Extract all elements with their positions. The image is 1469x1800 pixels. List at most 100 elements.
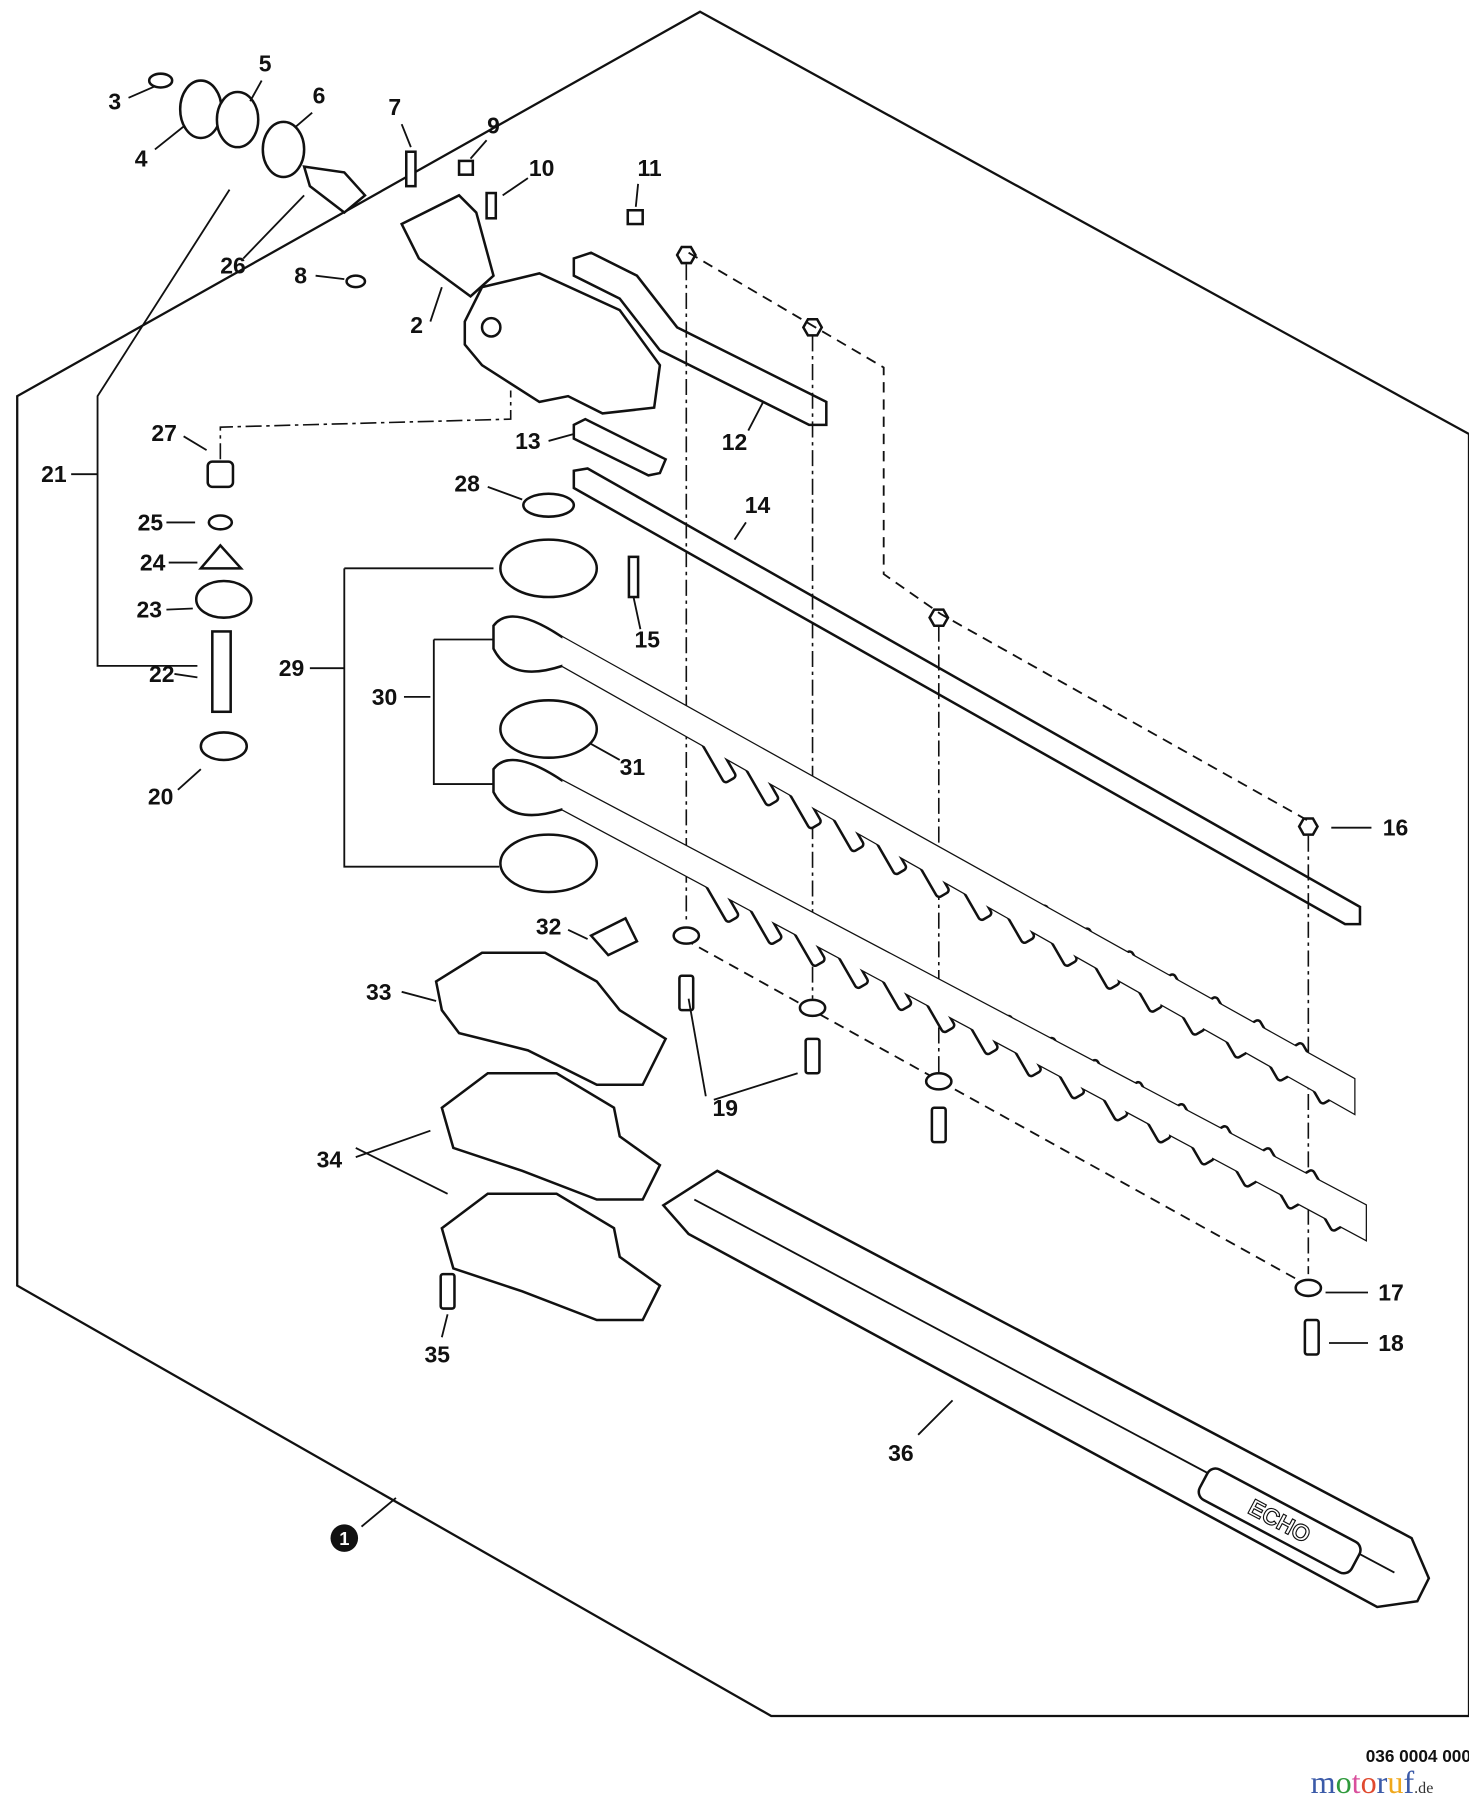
washer-8 [345,274,367,289]
part-number-33: 33 [366,979,392,1005]
part-number-26: 26 [220,252,246,278]
part-label-7: 7 [388,94,412,148]
part-label-4: 4 [135,125,185,172]
leader-line-6 [295,112,313,128]
gear-case-neck [399,193,495,298]
part-label-23: 23 [136,597,193,623]
part-label-33: 33 [366,979,437,1005]
part-number-35: 35 [424,1342,450,1368]
part-number-29: 29 [279,655,305,681]
part-number-25: 25 [138,509,164,535]
leader-line-7 [400,123,412,148]
watermark-letter: t [1352,1764,1361,1800]
part-label-17: 17 [1325,1280,1404,1306]
part-label-10: 10 [502,155,555,197]
svg-text:motoruf.de: motoruf.de [1311,1764,1434,1800]
part-number-2: 2 [410,312,423,338]
leader-line-32 [567,929,588,940]
part-number-31: 31 [620,754,646,780]
part-label-13: 13 [515,428,575,454]
leader-line-33 [401,990,437,1002]
leader-line-13 [548,433,575,442]
plate-12 [572,251,828,427]
circlip-3 [147,72,174,89]
part-label-30: 30 [372,684,431,710]
part-label-36: 36 [888,1399,954,1466]
leader-line-34 [355,1129,431,1158]
leader-line-19 [687,998,707,1097]
gasket-33 [434,951,668,1087]
bearing-23 [194,579,253,619]
part-number-32: 32 [536,913,562,939]
gasket-34a [440,1072,662,1201]
bolt [439,1272,456,1310]
leader-line-9 [469,139,488,160]
part-label-28: 28 [454,470,523,501]
motoruf-watermark: motoruf.de [1311,1764,1434,1800]
part-label-6: 6 [295,83,326,128]
part-number-20: 20 [148,784,174,810]
leader-line-35 [440,1314,449,1338]
part-number-10: 10 [529,155,555,181]
part-label-22: 22 [149,661,198,687]
screw-7 [405,150,417,188]
grease-port [480,316,502,338]
bevel-gear-24 [198,543,244,570]
echo-logo-plate [1197,1467,1362,1575]
leader-line-3 [128,85,156,99]
part-number-8: 8 [294,263,307,289]
diagram-code: 036 0004 000 [1366,1746,1469,1766]
leader-line-10 [502,177,529,197]
washer-25 [207,514,234,531]
part-label-35: 35 [424,1314,450,1368]
blade-core [562,780,1366,1240]
part-number-11: 11 [637,155,661,181]
watermark-letter: r [1377,1764,1388,1800]
part-number-23: 23 [136,597,162,623]
pinion-gear-26 [302,165,367,215]
part-label-19: 19 [687,998,738,1121]
part-label-11: 11 [634,155,662,207]
watermark-letter: f [1403,1764,1414,1800]
part-number-5: 5 [259,50,272,76]
leader-line-12 [747,401,765,432]
leader-line-19b [713,1072,798,1101]
part-label-16: 16 [1331,815,1408,841]
watermark-letter: m [1311,1764,1336,1800]
bearing-6 [261,120,306,179]
assembly-number-circle [330,1524,359,1552]
gear-case [463,272,662,415]
part-label-3: 3 [108,85,156,114]
watermark-letter: u [1387,1764,1403,1800]
part-number-7: 7 [388,94,401,120]
leader-line-31 [590,743,621,761]
part-label-34: 34 [317,1129,431,1172]
washer [672,926,701,945]
leader-line-36 [917,1399,954,1436]
grease-fitting-10 [485,191,498,220]
assembly-callout: 1 [330,1497,397,1552]
assembly-border [16,10,1469,1718]
part-number-6: 6 [313,83,326,109]
part-label-9: 9 [469,112,500,160]
leader-line-28 [487,485,523,501]
blade-lower [492,758,1367,1242]
leader-line-15 [632,596,642,630]
part-number-3: 3 [108,88,121,114]
part-label-8: 8 [294,263,345,289]
leader-line-11 [634,183,640,207]
part-number-4: 4 [135,146,148,172]
bracket-21 [96,189,231,667]
part-label-29: 29 [279,655,345,681]
plate-31 [499,699,599,759]
bushing-27 [206,460,235,489]
washer [798,998,827,1018]
part-label-5: 5 [249,50,272,102]
part-number-21: 21 [41,461,67,487]
leader-line-23 [166,607,193,611]
part-number-28: 28 [454,470,480,496]
bracket-30 [432,639,494,786]
part-number-17: 17 [1378,1280,1404,1306]
part-label-31: 31 [590,743,646,780]
